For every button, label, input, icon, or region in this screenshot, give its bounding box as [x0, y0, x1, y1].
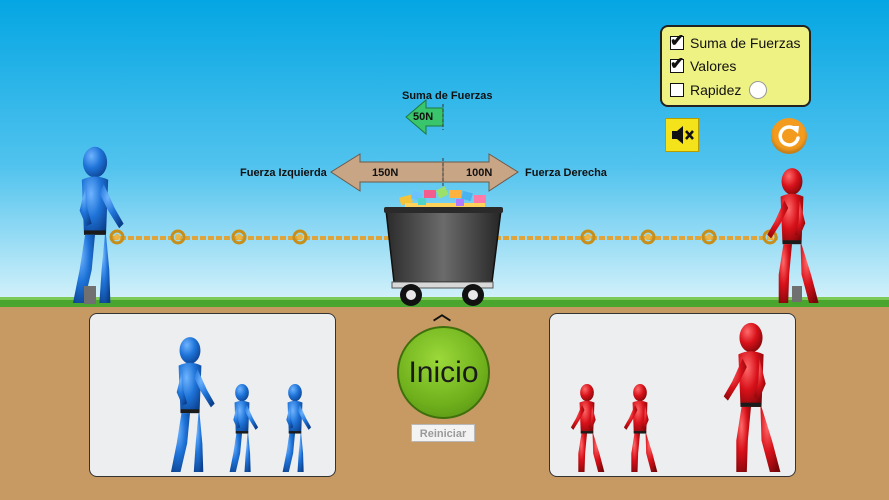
left-force-arrow — [330, 153, 444, 192]
right-force-label: Fuerza Derecha — [525, 167, 607, 179]
left-force-value: 150N — [372, 167, 399, 179]
sound-off-icon — [672, 126, 694, 144]
sum-of-forces-checkbox-row[interactable]: ✔ Suma de Fuerzas — [670, 31, 801, 54]
red-foot-block — [792, 286, 802, 302]
blue-puller-large[interactable] — [171, 337, 215, 472]
sum-of-forces-label: Suma de Fuerzas — [690, 35, 801, 51]
right-force-arrow — [442, 153, 519, 192]
blue-puller-small-1[interactable] — [229, 383, 259, 472]
blue-puller-small-2[interactable] — [282, 383, 312, 472]
sum-of-forces-checkbox[interactable]: ✔ — [670, 31, 684, 50]
reset-button[interactable] — [771, 118, 807, 154]
sum-force-value: 50N — [413, 111, 434, 123]
rope — [109, 229, 778, 245]
left-force-label: Fuerza Izquierda — [240, 167, 327, 179]
start-button[interactable]: Inicio — [397, 326, 490, 419]
candy-cart[interactable] — [384, 186, 503, 306]
speed-label: Rapidez — [690, 82, 742, 98]
red-team-pool — [549, 313, 796, 477]
red-puller-small-1[interactable] — [570, 383, 605, 472]
restart-button[interactable]: Reiniciar — [411, 424, 475, 442]
values-checkbox[interactable]: ✔ — [670, 54, 684, 73]
options-panel: ✔ Suma de Fuerzas ✔ Valores Rapidez — [660, 25, 811, 107]
sound-off-button[interactable] — [665, 118, 699, 152]
red-puller-small-2[interactable] — [623, 383, 658, 472]
right-force-value: 100N — [466, 167, 493, 179]
speedometer-icon — [749, 81, 768, 99]
chevron-up-icon: ︿ — [433, 304, 451, 324]
reset-icon — [778, 125, 800, 147]
values-checkbox-row[interactable]: ✔ Valores — [670, 54, 737, 77]
grass — [0, 299, 889, 307]
speed-checkbox[interactable] — [670, 83, 684, 97]
sum-force-arrow — [405, 98, 444, 136]
blue-foot-block — [84, 286, 96, 304]
blue-team-pool — [89, 313, 336, 477]
values-label: Valores — [690, 58, 737, 74]
check-icon: ✔ — [670, 54, 685, 73]
sum-force-title: Suma de Fuerzas — [402, 90, 493, 102]
speed-checkbox-row[interactable]: Rapidez — [670, 79, 768, 101]
check-icon: ✔ — [670, 31, 685, 50]
red-puller-large[interactable] — [723, 322, 781, 472]
